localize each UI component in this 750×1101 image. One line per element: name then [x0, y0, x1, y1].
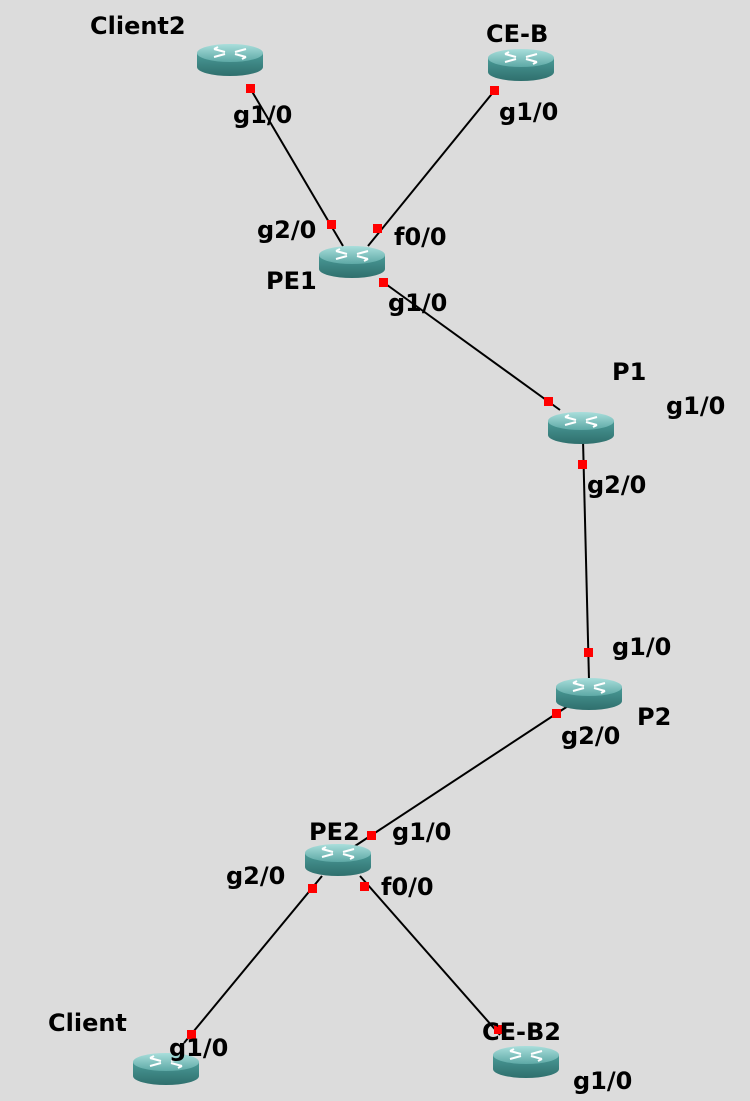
router-label-client2: Client2 — [90, 12, 186, 40]
port-label-client2-g1-0: g1/0 — [233, 101, 292, 129]
router-ceb[interactable] — [488, 49, 554, 81]
port-marker-ceb2-g1-0[interactable] — [494, 1025, 503, 1034]
router-label-p2: P2 — [637, 703, 671, 731]
router-p1[interactable] — [548, 412, 614, 444]
port-marker-pe2-g1-0[interactable] — [367, 831, 376, 840]
port-marker-pe1-g1-0[interactable] — [379, 278, 388, 287]
port-label-pe2-g1-0: g1/0 — [392, 818, 451, 846]
link-ceb-pe1[interactable] — [367, 89, 496, 247]
port-marker-pe1-g2-0[interactable] — [327, 220, 336, 229]
link-p2-pe2[interactable] — [354, 705, 569, 847]
router-icon — [548, 412, 614, 444]
port-label-pe1-g2-0: g2/0 — [257, 216, 316, 244]
router-p2[interactable] — [556, 678, 622, 710]
port-label-ceb-g1-0: g1/0 — [499, 98, 558, 126]
link-pe2-ceb2[interactable] — [359, 875, 501, 1036]
port-label-p1-g1-0: g1/0 — [666, 392, 725, 420]
port-label-client-g1-0: g1/0 — [169, 1034, 228, 1062]
router-label-ceb: CE-B — [486, 20, 548, 48]
port-label-ceb2-g1-0: g1/0 — [573, 1067, 632, 1095]
port-marker-pe2-g2-0[interactable] — [308, 884, 317, 893]
router-label-p1: P1 — [612, 358, 646, 386]
router-pe1[interactable] — [319, 246, 385, 278]
router-icon — [493, 1046, 559, 1078]
port-marker-ceb-g1-0[interactable] — [490, 86, 499, 95]
router-pe2[interactable] — [305, 844, 371, 876]
link-client2-pe1[interactable] — [249, 87, 344, 247]
router-icon — [556, 678, 622, 710]
port-label-pe2-f0-0: f0/0 — [381, 873, 434, 901]
router-icon — [133, 1053, 199, 1085]
router-label-pe1: PE1 — [266, 267, 317, 295]
port-marker-p2-g1-0[interactable] — [584, 648, 593, 657]
port-label-p2-g2-0: g2/0 — [561, 722, 620, 750]
router-icon — [197, 44, 263, 76]
port-label-p1-g2-0: g2/0 — [587, 471, 646, 499]
port-labels-layer: g1/0 g2/0 g1/0 f0/0 g1/0 g1/0 g2/0 g1/0 … — [169, 98, 725, 1095]
port-marker-p1-g1-0[interactable] — [544, 397, 553, 406]
port-marker-pe1-f0-0[interactable] — [373, 224, 382, 233]
port-label-pe1-g1-0: g1/0 — [388, 289, 447, 317]
link-pe2-client[interactable] — [183, 875, 323, 1044]
routers-layer — [133, 44, 622, 1085]
port-markers-layer — [187, 84, 593, 1039]
port-marker-client-g1-0[interactable] — [187, 1030, 196, 1039]
router-icon — [319, 246, 385, 278]
link-p1-p2[interactable] — [582, 439, 590, 681]
router-ceb2[interactable] — [493, 1046, 559, 1078]
port-label-p2-g1-0: g1/0 — [612, 633, 671, 661]
port-marker-client2-g1-0[interactable] — [246, 84, 255, 93]
router-icon — [488, 49, 554, 81]
router-icon — [305, 844, 371, 876]
router-label-pe2: PE2 — [309, 818, 360, 846]
router-label-ceb2: CE-B2 — [482, 1018, 561, 1046]
port-label-pe1-f0-0: f0/0 — [394, 223, 447, 251]
port-label-pe2-g2-0: g2/0 — [226, 862, 285, 890]
port-marker-pe2-f0-0[interactable] — [360, 882, 369, 891]
port-marker-p2-g2-0[interactable] — [552, 709, 561, 718]
router-client[interactable] — [133, 1053, 199, 1085]
links-layer — [183, 87, 590, 1044]
router-labels-layer: Client2 CE-B PE1 P1 P2 PE2 Client CE-B2 — [48, 12, 671, 1046]
link-pe1-p1[interactable] — [382, 281, 561, 411]
router-client2[interactable] — [197, 44, 263, 76]
router-label-client: Client — [48, 1009, 127, 1037]
port-marker-p1-g2-0[interactable] — [578, 460, 587, 469]
